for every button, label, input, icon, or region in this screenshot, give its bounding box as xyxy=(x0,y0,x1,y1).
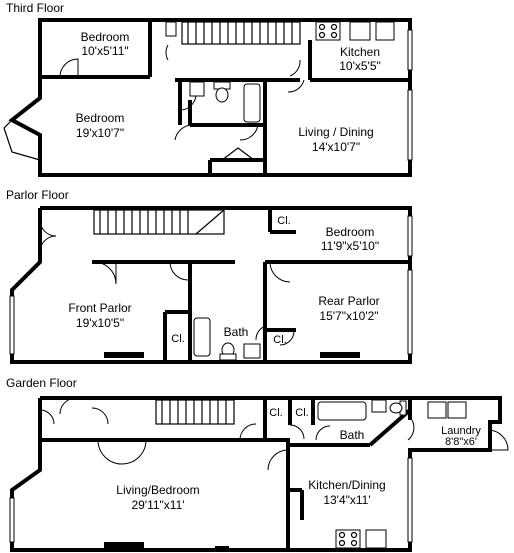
garden-floor-plan: Garden Floor xyxy=(6,376,509,552)
door-swing xyxy=(59,58,79,78)
fireplace-icon xyxy=(104,542,144,548)
staircase xyxy=(181,21,301,45)
room-name: Bedroom xyxy=(81,30,130,44)
bathtub-icon xyxy=(193,317,211,357)
room-dimensions: 13'4"x11' xyxy=(323,493,370,507)
bay-window xyxy=(3,127,41,161)
stove-icon xyxy=(315,21,341,41)
room-name: Kitchen xyxy=(340,45,380,59)
bathtub-icon xyxy=(243,83,261,123)
door-swing xyxy=(93,261,117,285)
room-dimensions: 11'9"x5'10" xyxy=(321,239,379,253)
double-door xyxy=(97,439,123,465)
kitchen-sink-icon xyxy=(365,529,387,549)
floor-title: Parlor Floor xyxy=(6,188,69,202)
third-floor-plan: Third Floor xyxy=(3,1,413,177)
kitchen-sink-icon xyxy=(349,21,371,41)
room-name: Bath xyxy=(340,428,365,442)
room-name: Bedroom xyxy=(326,225,375,239)
dryer-icon xyxy=(447,401,467,419)
staircase xyxy=(155,399,235,425)
window xyxy=(407,89,413,161)
bathtub-icon xyxy=(317,401,367,421)
sink-icon xyxy=(243,343,261,359)
outer-wall xyxy=(10,206,412,364)
staircase xyxy=(93,209,225,235)
sink-icon xyxy=(189,81,205,97)
room-name: Living / Dining xyxy=(298,125,373,139)
toilet-icon xyxy=(213,81,231,103)
room-name: Kitchen/Dining xyxy=(308,478,385,492)
room-name: Bath xyxy=(224,325,249,339)
room-dimensions: 19'x10'5" xyxy=(76,316,124,330)
room-name: Front Parlor xyxy=(68,301,131,315)
room-name: Bedroom xyxy=(76,111,125,125)
stair-arrow xyxy=(221,147,255,161)
closet-label: Cl. xyxy=(273,334,286,346)
fireplace-icon xyxy=(320,352,360,358)
parlor-floor-plan: Parlor Floor xyxy=(6,188,413,364)
closet-label: Cl. xyxy=(171,333,184,345)
floor-title: Garden Floor xyxy=(6,376,77,390)
room-dimensions: 10'x5'11" xyxy=(81,44,128,58)
window xyxy=(407,269,413,355)
room-dimensions: 10'x5'5" xyxy=(339,59,381,73)
floor-title: Third Floor xyxy=(6,1,64,15)
counter-icon xyxy=(375,21,395,41)
toilet-icon xyxy=(219,342,237,361)
closet-label: Cl. xyxy=(277,215,290,227)
room-dimensions: 14'x10'7" xyxy=(312,140,360,154)
fireplace-icon xyxy=(104,352,144,358)
toilet-icon xyxy=(389,400,407,416)
room-dimensions: 29'11"x11' xyxy=(131,498,184,512)
stove-icon xyxy=(335,529,361,549)
sink-icon xyxy=(371,399,387,413)
room-name: Laundry xyxy=(441,425,481,437)
cabinet-icon xyxy=(165,21,177,37)
entry-door xyxy=(39,219,57,237)
room-dimensions: 8'8"x6' xyxy=(445,436,477,448)
outer-wall xyxy=(8,18,412,177)
room-name: Rear Parlor xyxy=(318,294,379,308)
washer-icon xyxy=(427,401,447,419)
room-dimensions: 19'x10'7" xyxy=(76,126,124,140)
room-dimensions: 15'7"x10'2" xyxy=(319,309,378,323)
closet-label: Cl. xyxy=(295,407,308,419)
room-name: Living/Bedroom xyxy=(116,483,199,497)
window xyxy=(407,457,413,543)
outer-wall xyxy=(10,396,502,552)
closet-label: Cl. xyxy=(269,407,282,419)
